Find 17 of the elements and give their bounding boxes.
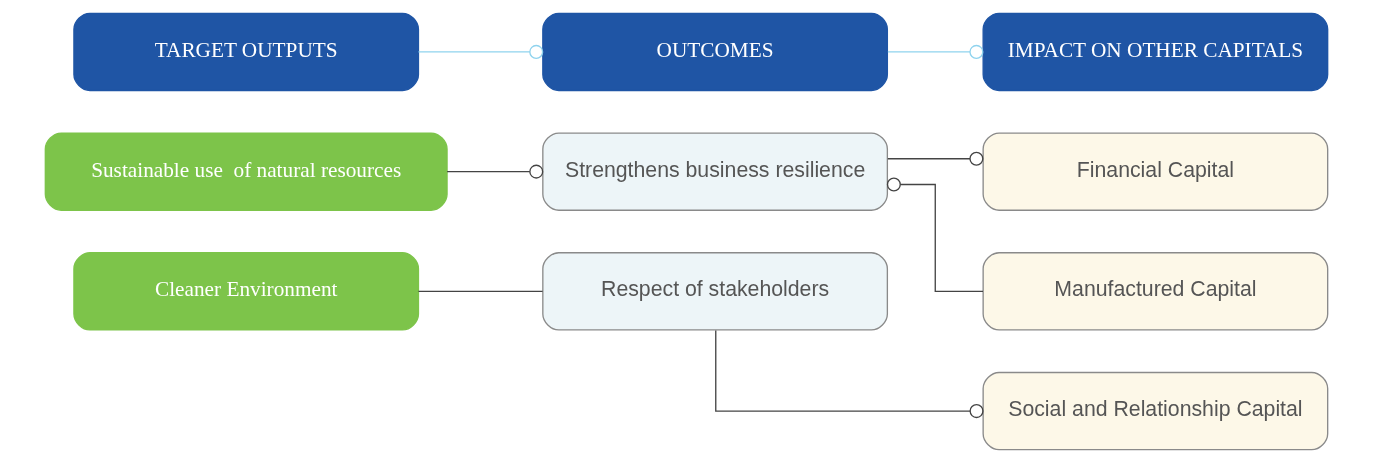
node-box: Strengthens business resilience xyxy=(542,132,889,211)
node-box: TARGET OUTPUTS xyxy=(73,12,420,92)
node-box: Manufactured Capital xyxy=(982,252,1329,331)
connector xyxy=(887,151,984,166)
node-box: Social and Relationship Capital xyxy=(982,371,1329,451)
connector xyxy=(417,290,544,293)
connector xyxy=(715,329,984,419)
connector xyxy=(417,44,544,59)
node-box: IMPACT ON OTHER CAPITALS xyxy=(982,12,1329,92)
connector xyxy=(887,44,984,59)
node-box: Financial Capital xyxy=(982,132,1329,211)
connector xyxy=(886,177,984,293)
node-box: OUTCOMES xyxy=(542,12,889,92)
node-box: Respect of stakeholders xyxy=(542,252,889,331)
connector xyxy=(446,164,544,179)
node-box: Cleaner Environment xyxy=(73,252,420,331)
node-box: Sustainable use of natural resources xyxy=(44,132,448,211)
